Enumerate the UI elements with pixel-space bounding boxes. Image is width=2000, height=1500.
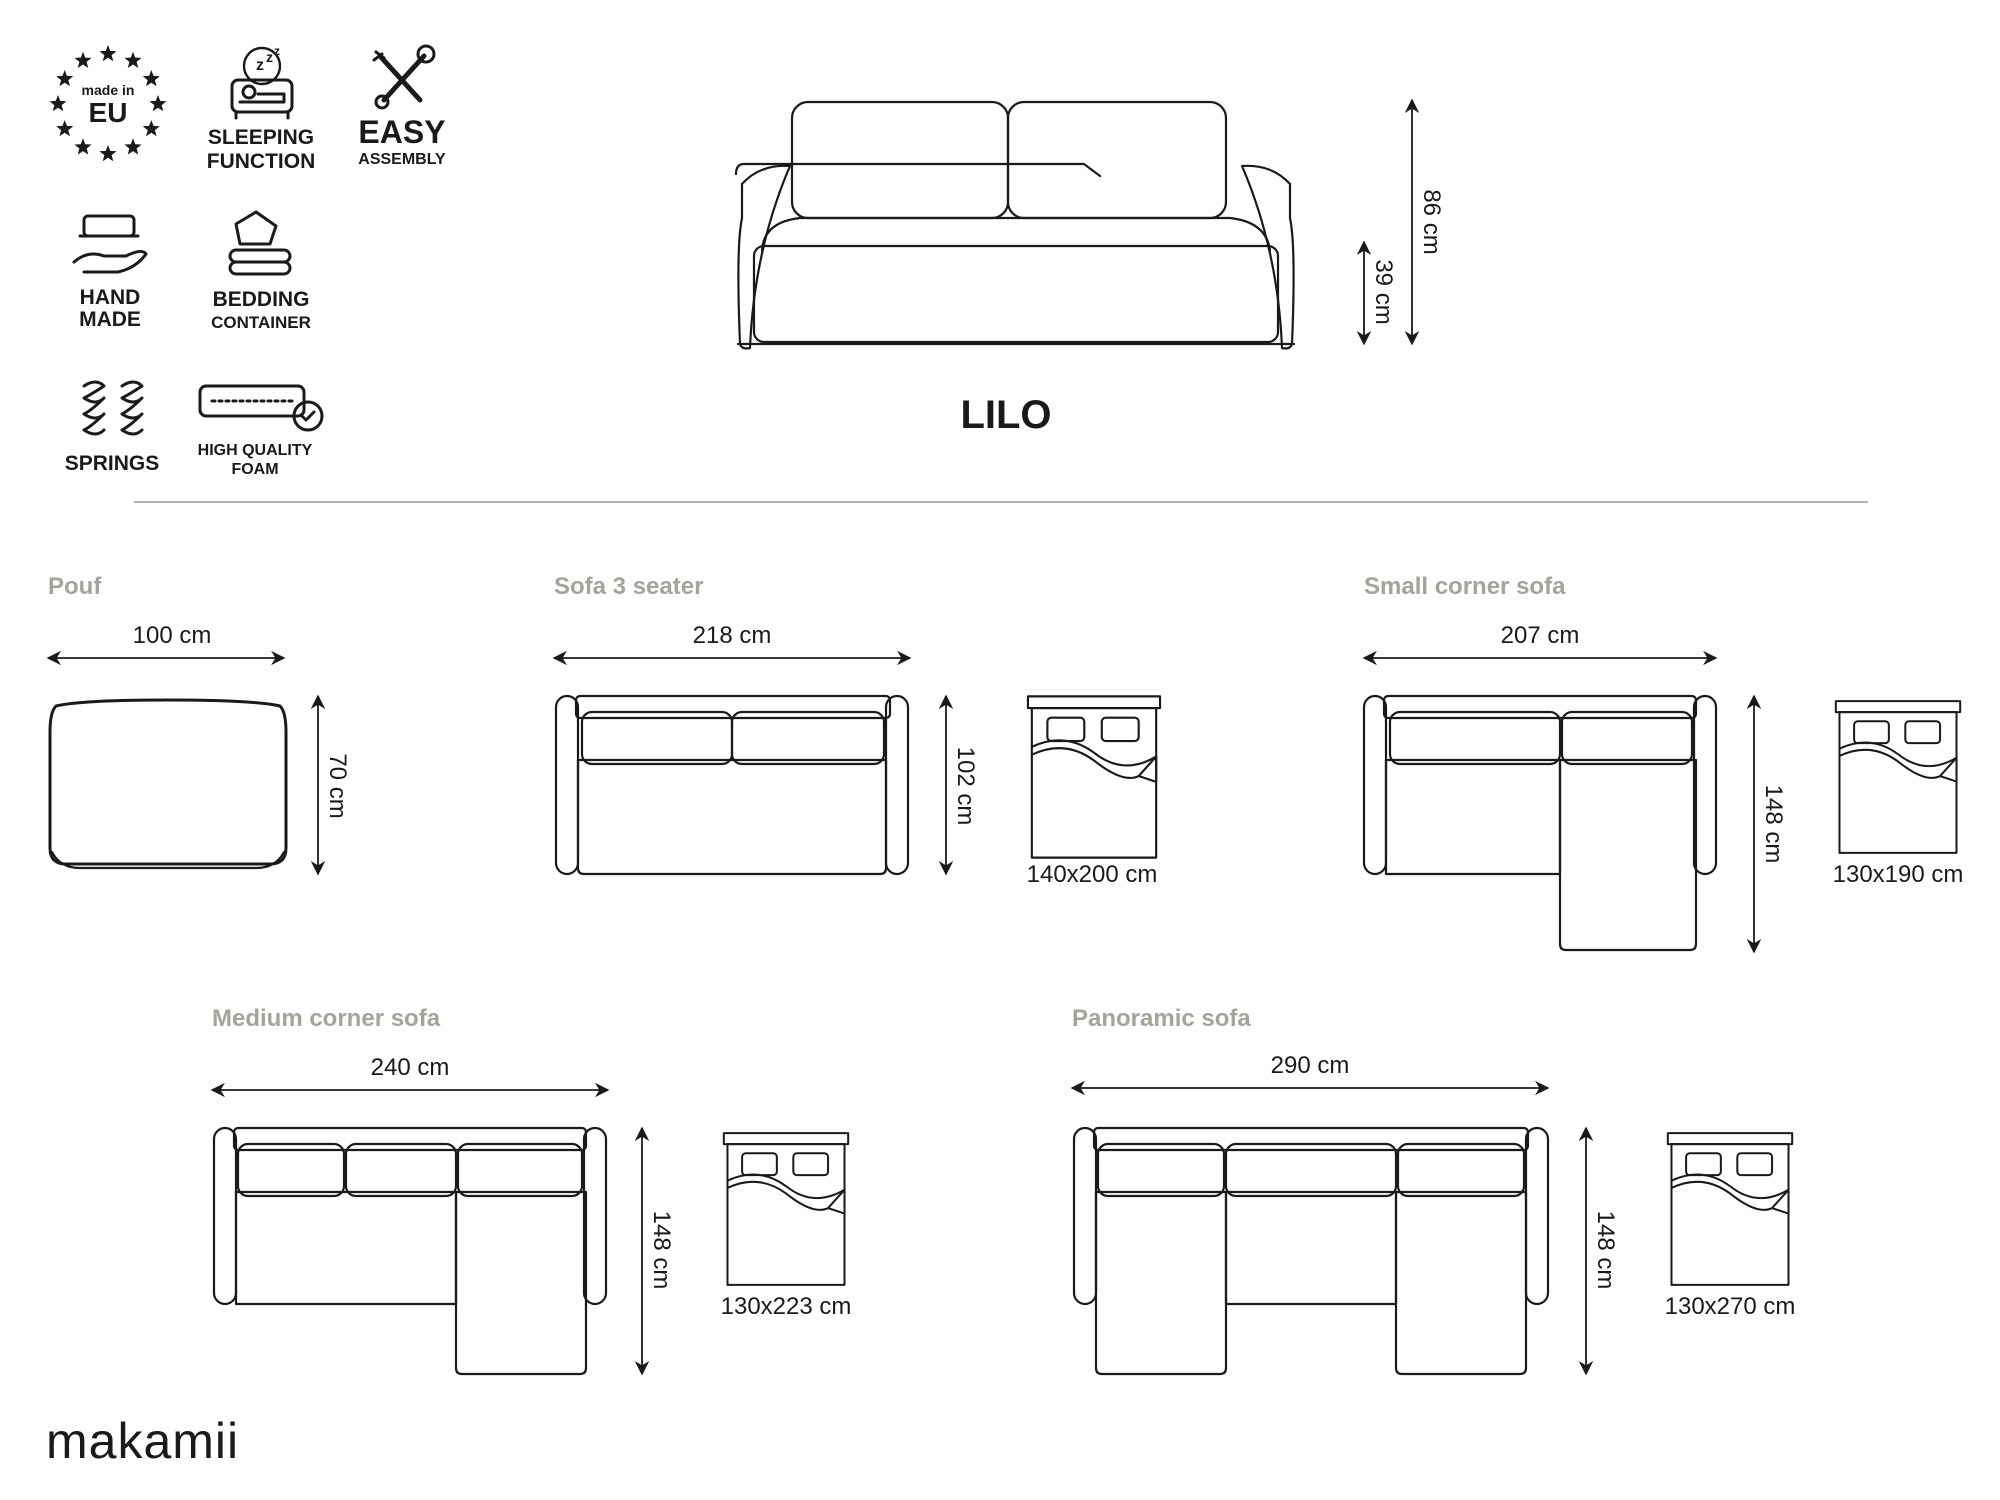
feature-label: HAND	[80, 286, 141, 309]
feature-label: EASY	[358, 114, 445, 150]
brand-logo: makamii	[46, 1413, 239, 1469]
bed-size-label: 130x223 cm	[721, 1293, 852, 1320]
feature-label: FOAM	[231, 461, 278, 478]
feature-label: SPRINGS	[65, 452, 160, 475]
feature-high-quality-foam: HIGH QUALITY FOAM	[198, 384, 324, 478]
bed-size-label: 140x200 cm	[1027, 861, 1158, 888]
variant-label: Panoramic sofa	[1072, 1005, 1251, 1032]
star-icon	[124, 138, 142, 155]
feature-sleeping-function: z z z SLEEPING FUNCTION	[207, 44, 316, 173]
height-dimensions: 86 cm 39 cm	[1356, 98, 1445, 346]
hand-sofa-icon	[72, 214, 148, 274]
bed-icon	[722, 1132, 850, 1286]
star-icon	[149, 95, 167, 112]
sofa-front-view	[734, 100, 1296, 350]
feature-bedding-container: BEDDING CONTAINER	[211, 210, 311, 332]
bed-size-label: 130x270 cm	[1665, 1293, 1796, 1320]
springs-icon	[82, 380, 144, 436]
feature-label: MADE	[79, 308, 141, 331]
star-icon	[124, 51, 142, 68]
variant-pouf: Pouf 100 cm 70 cm	[46, 573, 351, 876]
feature-made-in-eu: made in EU	[49, 45, 167, 162]
star-icon	[99, 45, 117, 62]
star-icon	[56, 120, 74, 137]
feature-label: BEDDING	[213, 288, 310, 311]
bed-icon	[1666, 1132, 1794, 1286]
feature-label: HIGH QUALITY	[198, 442, 313, 459]
foam-icon	[198, 384, 324, 432]
feature-label: EU	[89, 97, 128, 128]
variant-label: Small corner sofa	[1364, 573, 1566, 600]
variant-label: Medium corner sofa	[212, 1005, 441, 1032]
feature-easy-assembly: EASY ASSEMBLY	[358, 44, 446, 168]
width-label: 207 cm	[1501, 622, 1580, 649]
svg-text:z: z	[274, 44, 280, 58]
seat-height-label: 39 cm	[1370, 259, 1397, 324]
total-height-label: 86 cm	[1418, 189, 1445, 254]
depth-label: 148 cm	[1760, 785, 1787, 864]
feature-label: ASSEMBLY	[358, 151, 446, 168]
svg-text:z: z	[256, 57, 264, 74]
variant-medium-corner-sofa: Medium corner sofa 240 cm 148 cm 130x223…	[210, 1005, 852, 1376]
variant-panoramic-sofa: Panoramic sofa 290 cm 148 cm 130x270 cm	[1070, 1005, 1796, 1376]
feature-label: FUNCTION	[207, 150, 316, 173]
star-icon	[99, 145, 117, 162]
tools-icon	[372, 44, 436, 110]
width-label: 100 cm	[133, 622, 212, 649]
depth-label: 102 cm	[952, 747, 979, 826]
feature-springs: SPRINGS	[65, 380, 160, 475]
width-label: 290 cm	[1271, 1052, 1350, 1079]
star-icon	[56, 70, 74, 87]
svg-text:z: z	[266, 49, 273, 65]
variant-small-corner-sofa: Small corner sofa 207 cm 148 cm 130x190 …	[1362, 573, 1964, 954]
variant-label: Sofa 3 seater	[554, 573, 703, 600]
feature-label: SLEEPING	[208, 126, 314, 149]
depth-label: 148 cm	[648, 1211, 675, 1290]
star-icon	[74, 138, 92, 155]
product-name: LILO	[960, 393, 1051, 437]
depth-label: 70 cm	[324, 753, 351, 818]
bedding-icon	[228, 210, 292, 276]
star-icon	[142, 70, 160, 87]
star-icon	[74, 51, 92, 68]
feature-label: CONTAINER	[211, 313, 311, 332]
bed-icon	[1834, 700, 1962, 854]
width-label: 218 cm	[693, 622, 772, 649]
depth-label: 148 cm	[1592, 1211, 1619, 1290]
sleeping-icon: z z z	[230, 44, 294, 120]
variant-label: Pouf	[48, 573, 102, 600]
star-icon	[142, 120, 160, 137]
eu-stars-icon	[49, 45, 167, 162]
star-icon	[49, 95, 67, 112]
feature-hand-made: HAND MADE	[72, 214, 148, 331]
width-label: 240 cm	[371, 1054, 450, 1081]
bed-size-label: 130x190 cm	[1833, 861, 1964, 888]
bed-icon	[1026, 695, 1162, 859]
feature-label: made in	[82, 82, 135, 98]
variant-sofa-3-seater: Sofa 3 seater 218 cm 102 cm 140x200 cm	[552, 573, 1162, 888]
